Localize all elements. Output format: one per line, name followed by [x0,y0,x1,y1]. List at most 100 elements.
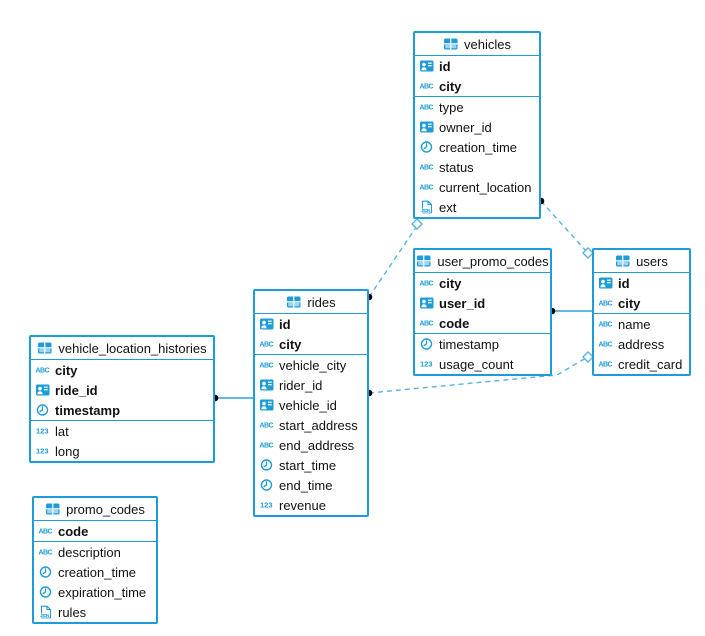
column-vehicle_location_histories-city[interactable]: ABC city [31,360,213,380]
column-user_promo_codes-usage_count[interactable]: 123 usage_count [415,354,550,374]
text-icon: ABC [419,180,435,194]
column-rides-start_time[interactable]: start_time [255,455,367,475]
text-icon: ABC [38,524,54,538]
table-icon [416,254,432,268]
column-rides-vehicle_id[interactable]: vehicle_id [255,395,367,415]
key-separator [255,354,367,355]
column-vehicles-city[interactable]: ABC city [415,76,539,96]
column-name: city [55,362,78,378]
svg-text:ABC: ABC [260,443,274,450]
column-vehicles-current_location[interactable]: ABC current_location [415,177,539,197]
column-users-city[interactable]: ABC city [594,293,689,313]
svg-text:123: 123 [36,427,49,436]
column-vehicle_location_histories-ride_id[interactable]: ride_id [31,380,213,400]
column-promo_codes-expiration_time[interactable]: expiration_time [34,582,156,602]
key-separator [594,313,689,314]
table-header-users[interactable]: users [594,250,689,273]
column-user_promo_codes-user_id[interactable]: user_id [415,293,550,313]
table-header-rides[interactable]: rides [255,291,367,314]
column-name: timestamp [55,402,121,418]
svg-text:ABC: ABC [260,423,274,430]
column-name: city [439,275,462,291]
datetime-icon [35,403,51,417]
uuid-icon [419,59,435,73]
uuid-icon [259,378,275,392]
column-name: end_time [279,477,333,493]
text-icon: ABC [38,545,54,559]
column-name: vehicle_city [279,357,347,373]
table-header-vehicle_location_histories[interactable]: vehicle_location_histories [31,337,213,360]
column-name: current_location [439,179,532,195]
key-separator [31,420,213,421]
column-name: code [439,315,470,331]
column-promo_codes-creation_time[interactable]: creation_time [34,562,156,582]
column-rides-rider_id[interactable]: rider_id [255,375,367,395]
column-vehicles-id[interactable]: id [415,56,539,76]
column-name: creation_time [439,139,518,155]
key-separator [415,96,539,97]
number-icon: 123 [419,357,435,371]
column-vehicle_location_histories-timestamp[interactable]: timestamp [31,400,213,420]
text-icon: ABC [598,296,614,310]
column-vehicles-owner_id[interactable]: owner_id [415,117,539,137]
relation-vehicle_location_histories-rides[interactable] [211,394,253,402]
column-name: city [279,336,302,352]
text-icon: ABC [35,363,51,377]
column-name: type [439,99,464,115]
uuid-icon [419,120,435,134]
svg-text:123: 123 [36,447,49,456]
table-header-user_promo_codes[interactable]: user_promo_codes [415,250,550,273]
table-header-promo_codes[interactable]: promo_codes [34,498,156,521]
svg-text:ABC: ABC [420,84,434,91]
table-header-vehicles[interactable]: vehicles [415,33,539,56]
json-icon: JSON [38,605,54,619]
svg-text:ABC: ABC [599,362,613,369]
column-vehicle_location_histories-long[interactable]: 123 long [31,441,213,461]
column-name: start_address [279,417,358,433]
relation-user_promo_codes-users[interactable] [548,307,592,315]
column-name: id [439,58,451,74]
column-rides-city[interactable]: ABC city [255,334,367,354]
relation-diamond-marker [411,218,423,230]
column-users-id[interactable]: id [594,273,689,293]
column-name: city [618,295,641,311]
column-vehicles-creation_time[interactable]: creation_time [415,137,539,157]
datetime-icon [419,140,435,154]
column-user_promo_codes-timestamp[interactable]: timestamp [415,334,550,354]
uuid-icon [35,383,51,397]
svg-text:ABC: ABC [36,368,50,375]
column-name: id [618,275,630,291]
column-name: long [55,443,80,459]
column-name: city [439,78,462,94]
svg-text:JSON: JSON [421,208,430,213]
column-rides-end_time[interactable]: end_time [255,475,367,495]
column-rides-id[interactable]: id [255,314,367,334]
text-icon: ABC [259,337,275,351]
column-rides-start_address[interactable]: ABC start_address [255,415,367,435]
text-icon: ABC [419,79,435,93]
table-vehicle_location_histories[interactable]: vehicle_location_histories ABC city ride_… [29,335,215,463]
column-name: revenue [279,497,326,513]
column-name: usage_count [439,356,514,372]
table-icon [615,254,631,268]
